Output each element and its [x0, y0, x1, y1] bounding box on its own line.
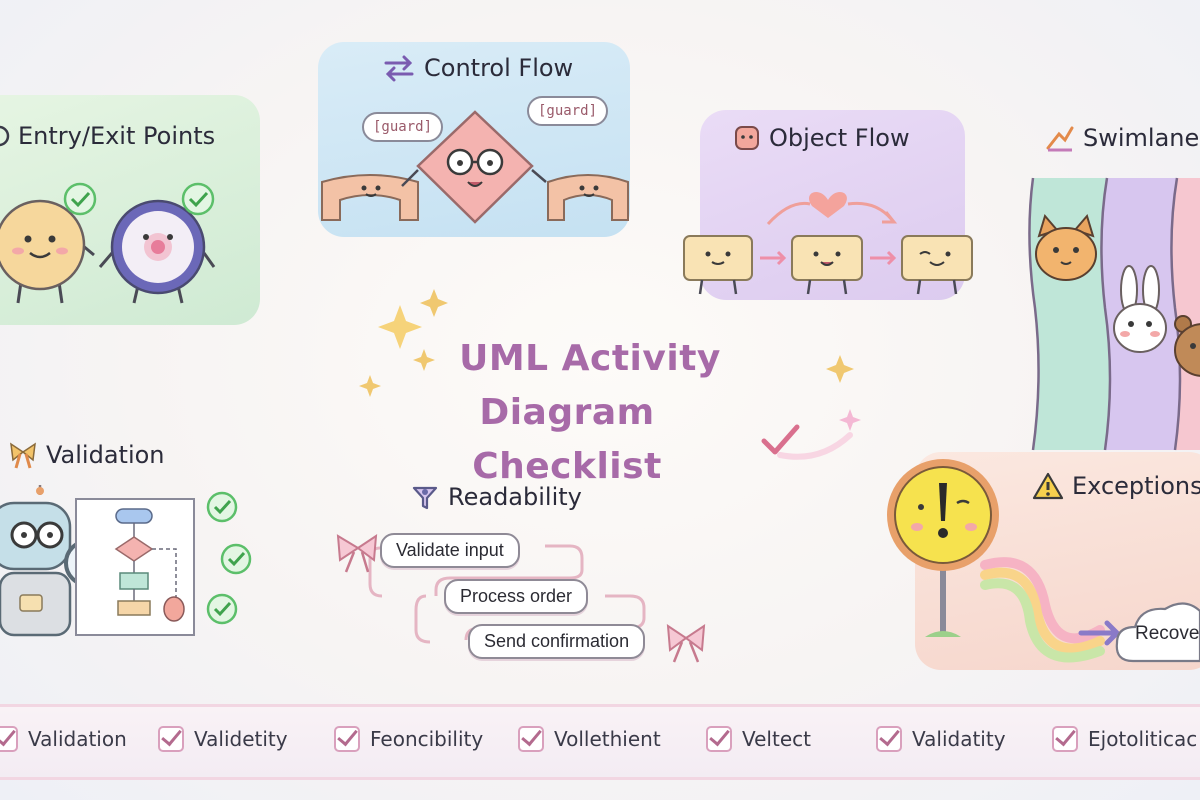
- swap-arrows-icon: [384, 55, 414, 82]
- checklist-item-label: Feoncibility: [370, 727, 484, 751]
- exceptions-title-text: Exceptions: [1072, 472, 1200, 500]
- checklist-item: Validatity: [876, 726, 1006, 752]
- checklist-item-label: Validetity: [194, 727, 288, 751]
- validation-title: Validation: [8, 440, 165, 470]
- recover-label: Recover: [1135, 623, 1200, 644]
- validation-illustration: [0, 485, 252, 637]
- main-title-line2: Diagram Checklist: [380, 386, 800, 494]
- checklist-item: Feoncibility: [334, 726, 483, 752]
- control-flow-title: Control Flow: [382, 54, 573, 82]
- readability-step-1: Validate input: [380, 533, 520, 568]
- control-flow-title-text: Control Flow: [424, 54, 574, 82]
- mini-flowchart: [75, 498, 195, 636]
- checkbox-icon[interactable]: [1052, 726, 1078, 752]
- object-flow-title-text: Object Flow: [769, 124, 910, 152]
- decision-diamond-character: [401, 110, 547, 224]
- entry-exit-illustration: [0, 182, 216, 304]
- swimlanes-title: Swimlanes: [1045, 124, 1200, 152]
- control-flow-illustration: [321, 110, 629, 224]
- robot-character: [0, 485, 72, 637]
- object-node-character: [791, 235, 863, 295]
- main-title-line2-text: Diagram Checklist: [472, 392, 662, 487]
- lanes-icon: [1046, 126, 1074, 152]
- checkmark-icon: [761, 424, 800, 455]
- initial-node-character: [0, 199, 95, 304]
- check-icon: [63, 182, 97, 216]
- ribbon-icon: [10, 442, 36, 469]
- object-flow-illustration: [683, 192, 973, 295]
- sparkle-decoration: [359, 289, 861, 460]
- checklist-item-label: Veltect: [742, 727, 811, 751]
- cloud-shape: [1115, 602, 1200, 663]
- checkbox-icon[interactable]: [334, 726, 360, 752]
- object-node-character: [901, 235, 973, 295]
- bow-icon: [666, 624, 706, 663]
- bow-icon: [336, 534, 378, 573]
- action-bridge-left: [321, 174, 419, 221]
- swimlanes-title-text: Swimlanes: [1083, 124, 1200, 152]
- readability-step-3: Send confirmation: [468, 624, 646, 659]
- readability-connectors: [336, 534, 706, 663]
- readability-title: Readability: [410, 482, 582, 512]
- action-bridge-right: [547, 174, 629, 221]
- entry-exit-title-text: Entry/Exit Points: [18, 122, 216, 150]
- checklist-item-label: Validatity: [912, 727, 1006, 751]
- check-icon: [206, 491, 238, 523]
- readability-step-2: Process order: [444, 579, 589, 614]
- exceptions-illustration: [887, 459, 1200, 663]
- exceptions-title: Exceptions: [1032, 472, 1200, 500]
- check-icon: [181, 182, 215, 216]
- object-node-character: [683, 235, 753, 295]
- entry-exit-title: Entry/Exit Points: [0, 122, 215, 150]
- funnel-icon: [412, 486, 438, 510]
- final-node-character: [98, 199, 216, 304]
- guard-bubble-left: [guard]: [362, 112, 444, 142]
- heart-icon: [809, 192, 847, 218]
- readability-title-text: Readability: [448, 483, 582, 511]
- entry-exit-icon: [0, 125, 10, 147]
- guard-bubble-right: [guard]: [527, 96, 609, 126]
- bunny-character: [1113, 265, 1167, 353]
- checklist-item-label: Validation: [28, 727, 127, 751]
- checklist-item: Ejotoliticac: [1052, 726, 1200, 752]
- object-flow-title: Object Flow: [733, 124, 910, 152]
- check-icon: [206, 593, 238, 625]
- bear-character: [1174, 315, 1200, 377]
- checkbox-icon[interactable]: [706, 726, 732, 752]
- warning-icon: [1032, 472, 1064, 500]
- checkbox-icon[interactable]: [158, 726, 184, 752]
- validation-title-text: Validation: [46, 441, 165, 469]
- checklist-item-label: Ejotoliticac: [1088, 727, 1198, 751]
- checkbox-icon[interactable]: [518, 726, 544, 752]
- checkbox-icon[interactable]: [0, 726, 18, 752]
- warning-sign-character: [887, 459, 999, 637]
- check-icon: [220, 543, 252, 575]
- main-title: UML Activity Diagram Checklist: [380, 332, 800, 494]
- checklist-item: Validation: [0, 726, 127, 752]
- checklist-strip: [0, 704, 1200, 780]
- checklist-item-label: Vollethient: [554, 727, 661, 751]
- checklist-item: Validetity: [158, 726, 288, 752]
- main-title-line1: UML Activity: [459, 338, 721, 379]
- swimlanes-illustration: [1028, 177, 1200, 451]
- cube-icon: [735, 126, 759, 150]
- checklist-item: Veltect: [706, 726, 811, 752]
- checkbox-icon[interactable]: [876, 726, 902, 752]
- checklist-item: Vollethient: [518, 726, 661, 752]
- cat-character: [1035, 213, 1097, 281]
